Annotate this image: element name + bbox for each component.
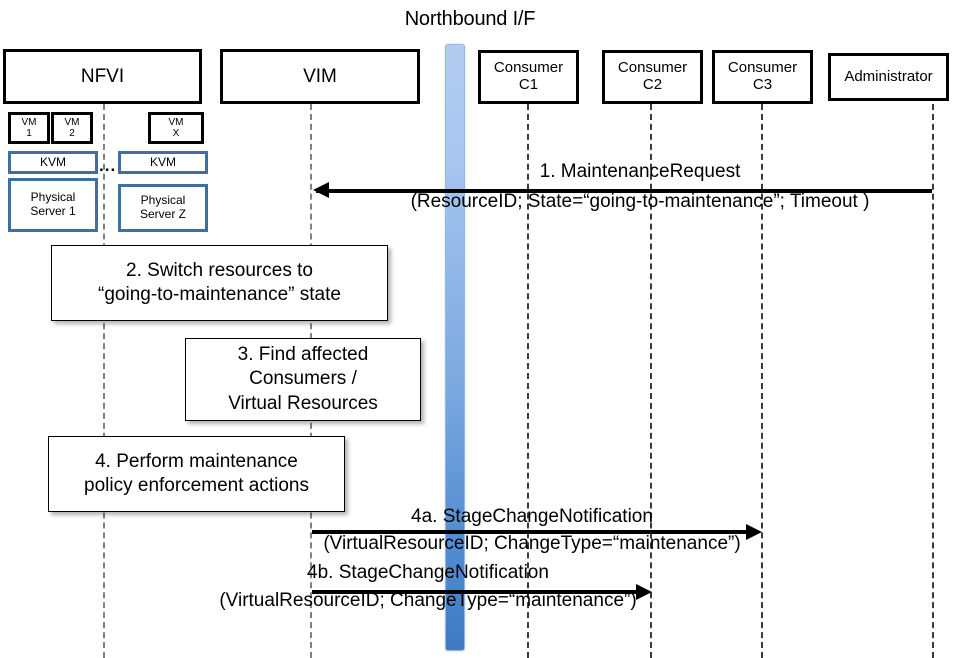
step-2-label: 2. Switch resources to “going-to-mainten…	[98, 259, 341, 305]
participant-vim-label: VIM	[303, 65, 337, 87]
message-1-label-line1: 1. MaintenanceRequest	[539, 161, 741, 182]
step-3-label: 3. Find affected Consumers / Virtual Res…	[228, 344, 378, 414]
participant-nfvi-label: NFVI	[80, 65, 125, 87]
message-4a-line	[312, 530, 752, 534]
vm-2-label: VM 2	[64, 117, 80, 139]
vm-1-box[interactable]: VM 1	[8, 112, 50, 144]
participant-administrator-label: Administrator	[844, 67, 933, 85]
physical-server-1-box[interactable]: Physical Server 1	[8, 178, 98, 232]
participant-consumer-c1-label: Consumer C1	[493, 59, 564, 93]
message-4b-label-line2: (VirtualResourceID; ChangeType=“maintena…	[219, 590, 637, 611]
message-1-arrowhead	[313, 182, 329, 198]
step-2-box[interactable]: 2. Switch resources to “going-to-mainten…	[51, 245, 388, 321]
vm-1-label: VM 1	[21, 117, 37, 139]
participant-consumer-c1[interactable]: Consumer C1	[478, 50, 579, 104]
message-4b-label-line1: 4b. StageChangeNotification	[307, 562, 549, 583]
vm-x-box[interactable]: VM X	[148, 112, 204, 144]
kvm-right-box[interactable]: KVM	[118, 151, 208, 174]
step-4-label: 4. Perform maintenance policy enforcemen…	[84, 450, 309, 496]
participant-administrator[interactable]: Administrator	[828, 53, 949, 101]
message-4b-arrowhead	[636, 584, 652, 600]
participant-consumer-c2[interactable]: Consumer C2	[602, 50, 703, 104]
lifeline-consumer-c3	[761, 104, 763, 658]
lifeline-nfvi	[103, 104, 105, 658]
message-1-line	[316, 189, 932, 193]
message-4a-arrowhead	[746, 524, 762, 540]
diagram-title: Northbound I/F	[404, 8, 536, 30]
northbound-interface-bar	[445, 44, 465, 651]
ellipsis-separator: ...	[99, 156, 117, 175]
participant-consumer-c3[interactable]: Consumer C3	[712, 50, 813, 104]
step-3-box[interactable]: 3. Find affected Consumers / Virtual Res…	[185, 338, 421, 421]
participant-consumer-c3-label: Consumer C3	[727, 59, 798, 93]
participant-nfvi[interactable]: NFVI	[3, 49, 202, 104]
lifeline-consumer-c2	[650, 104, 652, 658]
kvm-right-label: KVM	[149, 154, 176, 169]
message-4a-label-line1: 4a. StageChangeNotification	[411, 506, 653, 527]
message-4a-label-line2: (VirtualResourceID; ChangeType=“maintena…	[323, 533, 741, 554]
physical-server-z-box[interactable]: Physical Server Z	[118, 184, 208, 232]
participant-vim[interactable]: VIM	[220, 49, 420, 104]
lifeline-administrator	[932, 104, 934, 658]
kvm-left-label: KVM	[39, 154, 66, 169]
participant-consumer-c2-label: Consumer C2	[617, 59, 688, 93]
vm-x-label: VM X	[168, 117, 184, 139]
step-4-box[interactable]: 4. Perform maintenance policy enforcemen…	[48, 436, 345, 512]
message-1-label-line2: (ResourceID; State=“going-to-maintenance…	[410, 191, 870, 212]
kvm-left-box[interactable]: KVM	[8, 151, 98, 174]
lifeline-consumer-c1	[527, 104, 529, 658]
physical-server-1-label: Physical Server 1	[30, 190, 76, 218]
physical-server-z-label: Physical Server Z	[139, 193, 186, 221]
message-4b-line	[312, 590, 642, 594]
vm-2-box[interactable]: VM 2	[51, 112, 93, 144]
